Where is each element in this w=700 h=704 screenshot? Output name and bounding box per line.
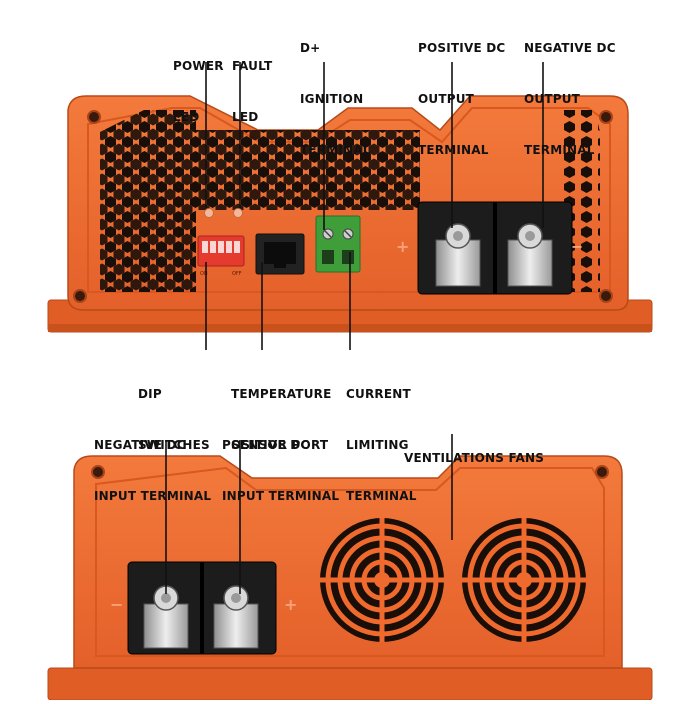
label-fans-line1: VENTILATIONS FANS — [404, 451, 545, 465]
top-vent-left-b — [100, 110, 196, 292]
bottom-minus-mark: − — [110, 595, 123, 614]
label-ventilation-fans: VENTILATIONS FANS — [404, 416, 544, 501]
label-dip-line1: DIP — [138, 387, 162, 401]
bottom-housing-bevel — [95, 466, 605, 657]
dip-on-mark: ON — [200, 271, 208, 277]
top-device: ON OFF + − — [47, 95, 653, 333]
label-neg-out-line2: OUTPUT — [524, 92, 581, 106]
label-ignition-terminal: D+ IGNITION TERMINAL — [300, 6, 371, 193]
dip-switch-block: ON OFF — [197, 235, 245, 277]
label-neg-out-line1: NEGATIVE DC — [524, 41, 616, 55]
label-temperature-sensor-port: TEMPERATURE SENSOR PORT — [231, 352, 331, 488]
label-power-led: POWER LED — [173, 24, 224, 160]
label-pos-out-line1: POSITIVE DC — [418, 41, 506, 55]
top-minus-mark: − — [570, 237, 583, 256]
top-vent-middle-b — [196, 130, 420, 210]
top-screw-tl — [87, 110, 101, 124]
bottom-screw-tr — [595, 465, 609, 479]
top-screw-tr — [599, 110, 613, 124]
bottom-plus-mark: + — [284, 595, 297, 614]
label-negative-dc-input: NEGATIVE DC INPUT TERMINAL — [94, 403, 211, 539]
label-current-line2: LIMITING — [346, 438, 409, 452]
leader-lines — [165, 62, 544, 594]
top-plus-mark: + — [396, 237, 409, 256]
bottom-screw-tl — [91, 465, 105, 479]
label-current-limiting-terminal: CURRENT LIMITING TERMINAL — [346, 352, 417, 539]
label-power-led-line2: LED — [173, 110, 200, 124]
label-neg-in-line1: NEGATIVE DC — [94, 438, 186, 452]
dip-off-mark: OFF — [232, 271, 242, 277]
output-terminal-block — [417, 201, 573, 295]
label-current-line3: TERMINAL — [346, 489, 417, 503]
label-fault-led-line2: LED — [232, 110, 259, 124]
label-neg-in-line2: INPUT TERMINAL — [94, 489, 212, 503]
top-screw-br — [599, 289, 613, 303]
bottom-base-plate — [47, 667, 653, 701]
label-ignition-line2: IGNITION — [300, 92, 364, 106]
label-temp-line1: TEMPERATURE — [231, 387, 332, 401]
top-screw-bl — [73, 289, 87, 303]
label-positive-dc-input: POSITIVE DC INPUT TERMINAL — [222, 403, 339, 539]
label-pos-in-line2: INPUT TERMINAL — [222, 489, 340, 503]
label-dip-switches: DIP SWITCHES — [138, 352, 210, 488]
ignition-connector — [315, 215, 361, 273]
fan-right — [462, 518, 586, 642]
label-fault-led-line1: FAULT — [232, 59, 273, 73]
label-temp-line2: SENSOR PORT — [231, 438, 329, 452]
bottom-device: − + — [47, 455, 653, 701]
label-pos-in-line1: POSITIVE DC — [222, 438, 310, 452]
label-pos-out-line3: TERMINAL — [418, 143, 489, 157]
fan-left — [320, 518, 444, 642]
label-neg-out-line3: TERMINAL — [524, 143, 595, 157]
label-current-line1: CURRENT — [346, 387, 411, 401]
top-housing-bevel — [87, 107, 611, 293]
label-positive-dc-output: POSITIVE DC OUTPUT TERMINAL — [418, 6, 505, 193]
label-pos-out-line2: OUTPUT — [418, 92, 475, 106]
label-dip-line2: SWITCHES — [138, 438, 210, 452]
label-ignition-line1: D+ — [300, 41, 321, 55]
temperature-port — [255, 233, 305, 275]
input-terminal-block — [127, 561, 277, 655]
fault-led — [233, 208, 243, 218]
label-power-led-line1: POWER — [173, 59, 224, 73]
label-fault-led: FAULT LED — [232, 24, 272, 160]
label-negative-dc-output: NEGATIVE DC OUTPUT TERMINAL — [524, 6, 616, 193]
label-ignition-line3: TERMINAL — [300, 143, 371, 157]
power-led — [204, 208, 214, 218]
